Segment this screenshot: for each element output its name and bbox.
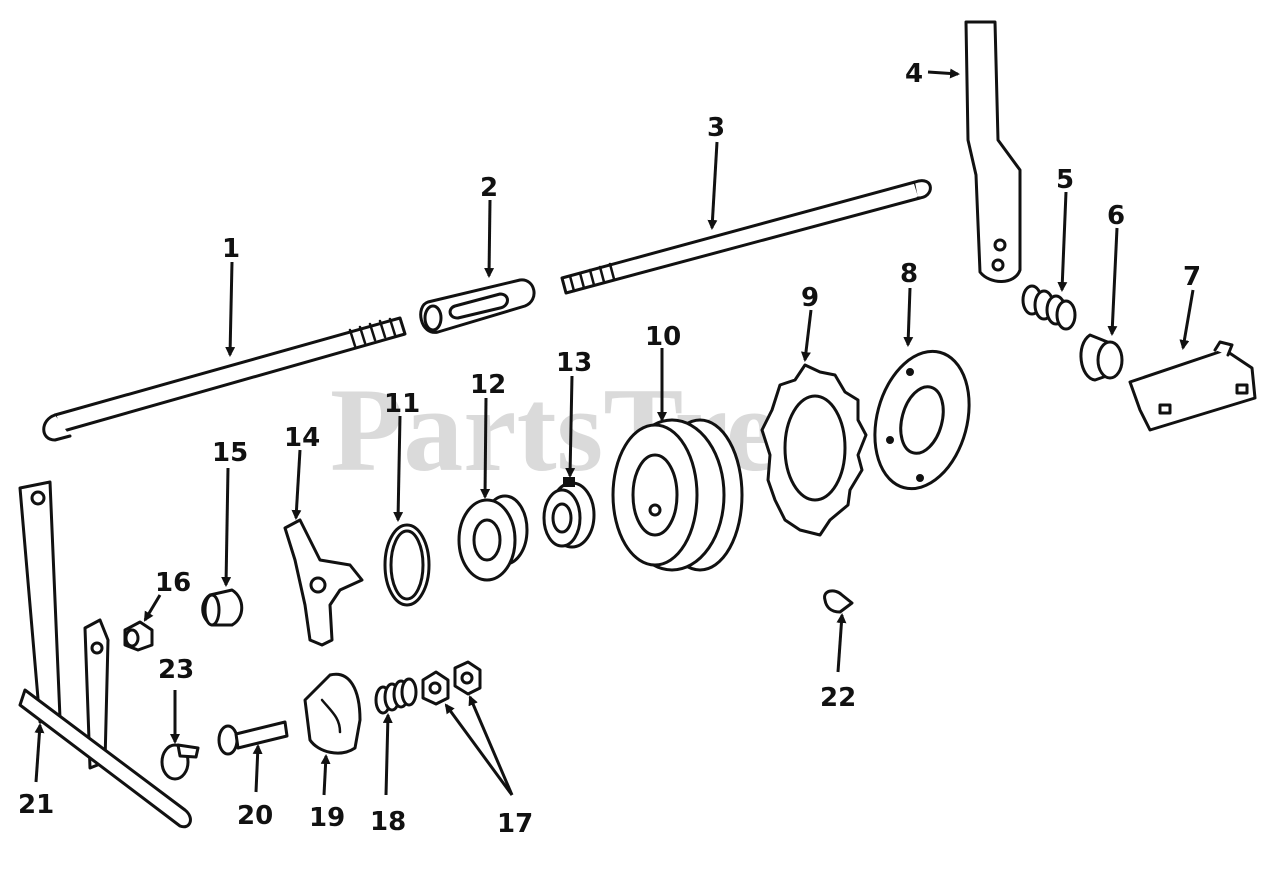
callout-18: 18 [370, 807, 406, 837]
callout-15: 15 [212, 438, 248, 468]
callout-9: 9 [801, 283, 819, 313]
part-10-pulley[interactable] [611, 418, 744, 572]
callout-10: 10 [645, 322, 681, 352]
callout-6: 6 [1107, 201, 1125, 231]
callout-23: 23 [158, 655, 194, 685]
part-12-bearing[interactable] [457, 494, 529, 582]
callout-3: 3 [707, 113, 725, 143]
callout-8: 8 [900, 259, 918, 289]
callout-20: 20 [237, 801, 273, 831]
part-11-snap-ring[interactable] [383, 523, 431, 607]
callout-12: 12 [470, 370, 506, 400]
part-3-rod[interactable] [560, 179, 932, 295]
callout-14: 14 [284, 423, 320, 453]
callout-7: 7 [1183, 262, 1201, 292]
callout-labels: 1 2 3 4 5 6 7 8 9 10 11 12 13 14 15 16 1… [18, 59, 1201, 839]
part-15-bushing[interactable] [201, 588, 244, 627]
watermark-text: PartsTree [330, 363, 832, 496]
part-20-bolt[interactable] [217, 720, 289, 756]
part-13-collar[interactable] [542, 477, 596, 549]
part-23-clamp[interactable] [160, 743, 200, 781]
callout-22: 22 [820, 683, 856, 713]
callout-2: 2 [480, 173, 498, 203]
part-5-spring[interactable] [1021, 284, 1077, 331]
part-16-nut[interactable] [123, 620, 154, 652]
callout-13: 13 [556, 348, 592, 378]
part-8-plate[interactable] [860, 341, 983, 500]
callout-19: 19 [309, 803, 345, 833]
callout-16: 16 [155, 568, 191, 598]
part-2-turnbuckle[interactable] [419, 278, 536, 334]
part-17-nuts[interactable] [421, 660, 482, 706]
part-7-bracket[interactable] [1128, 340, 1257, 432]
part-4-lever[interactable] [964, 20, 1022, 283]
callout-11: 11 [384, 389, 420, 419]
part-9-sprocket[interactable] [760, 363, 868, 537]
part-19-knob[interactable] [303, 672, 362, 755]
part-22-clip[interactable] [823, 589, 854, 614]
callout-21: 21 [18, 790, 54, 820]
leader-lines [34, 68, 1195, 796]
part-21-lever-bracket[interactable] [18, 480, 192, 829]
part-18-spring[interactable] [374, 677, 418, 715]
part-1-rod[interactable] [42, 316, 407, 442]
callout-4: 4 [905, 59, 923, 89]
callout-5: 5 [1056, 165, 1074, 195]
callout-17: 17 [497, 809, 533, 839]
part-14-fork[interactable] [283, 518, 364, 647]
part-6-bushing[interactable] [1079, 333, 1124, 382]
callout-1: 1 [222, 234, 240, 264]
